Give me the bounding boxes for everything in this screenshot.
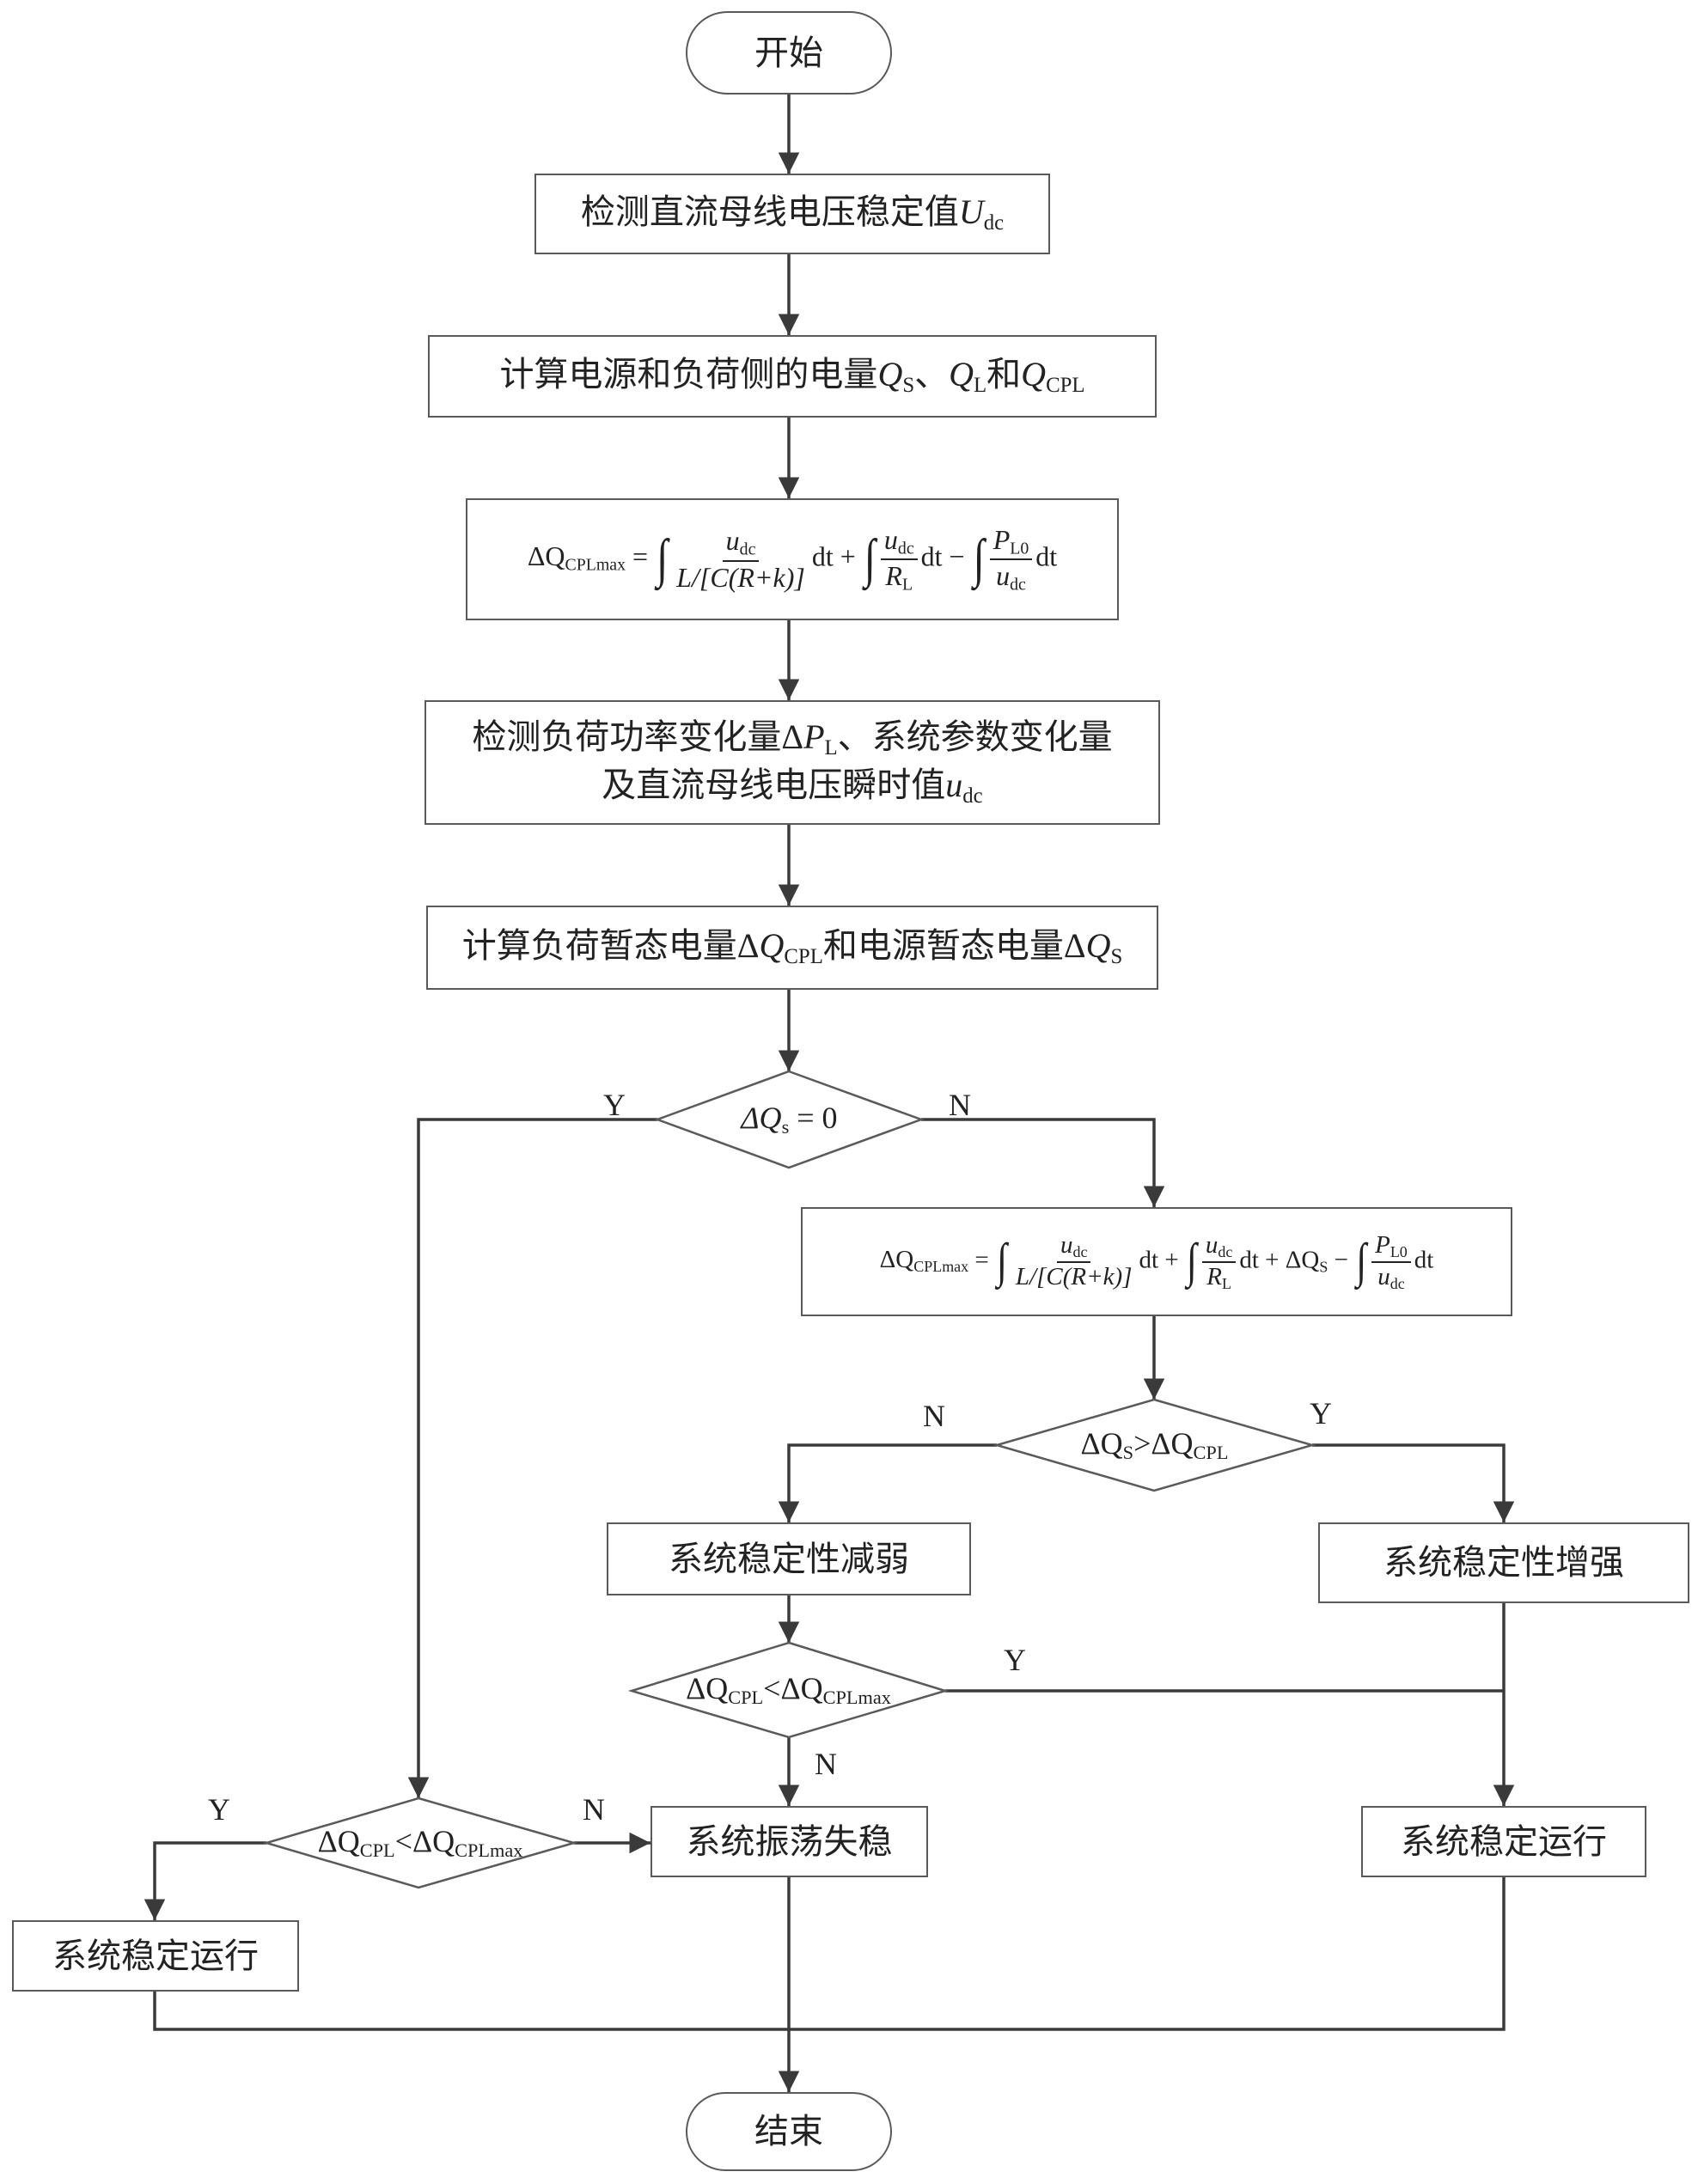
label-decision3-no: N bbox=[815, 1747, 837, 1781]
arrow-decision1-no bbox=[921, 1118, 1165, 1207]
label-decision1-yes: Y bbox=[603, 1088, 626, 1122]
enhance-box: 系统稳定性增强 bbox=[1318, 1522, 1689, 1603]
label-decision1-no: N bbox=[949, 1088, 971, 1122]
calc-charge-box: 计算电源和负荷侧的电量QS、QL和QCPL bbox=[428, 335, 1157, 418]
calc-transient-box: 计算负荷暂态电量ΔQCPL和电源暂态电量ΔQS bbox=[426, 906, 1158, 990]
stable-right-box: 系统稳定运行 bbox=[1361, 1806, 1646, 1877]
formula-1-lhs: ΔQCPLmax bbox=[527, 540, 626, 575]
label-decision2-yes: Y bbox=[1310, 1396, 1332, 1431]
end-label: 结束 bbox=[754, 2112, 823, 2150]
label-decision4-yes: Y bbox=[208, 1792, 230, 1827]
arrow-decision2-yes bbox=[1312, 1443, 1515, 1522]
detect-load-line2: 及直流母线电压瞬时值udc bbox=[602, 765, 983, 808]
arrow-decision1-yes bbox=[407, 1118, 657, 1798]
stable-left-box: 系统稳定运行 bbox=[12, 1920, 299, 1992]
weaken-box: 系统稳定性减弱 bbox=[607, 1522, 971, 1595]
arrow-decision2-no bbox=[778, 1443, 997, 1522]
decision-dqs-zero: ΔQs = 0 bbox=[741, 1101, 838, 1138]
line-stable-left-to-merge bbox=[153, 1877, 1506, 2031]
label-decision4-no: N bbox=[583, 1792, 605, 1827]
start-terminal: 开始 bbox=[686, 11, 892, 95]
weaken-label: 系统稳定性减弱 bbox=[669, 1539, 909, 1578]
formula-2-lhs: ΔQCPLmax bbox=[879, 1246, 969, 1276]
decision-dqs-gt-shape bbox=[993, 1398, 1316, 1492]
end-terminal: 结束 bbox=[686, 2092, 892, 2171]
oscillate-box: 系统振荡失稳 bbox=[650, 1806, 928, 1877]
decision-dqcpl-left: ΔQCPL<ΔQCPLmax bbox=[317, 1824, 523, 1862]
stable-right-label: 系统稳定运行 bbox=[1401, 1821, 1607, 1861]
calc-charge-text: 计算电源和负荷侧的电量QS、QL和QCPL bbox=[499, 355, 1085, 398]
calc-transient-text: 计算负荷暂态电量ΔQCPL和电源暂态电量ΔQS bbox=[461, 926, 1123, 969]
decision-dqcpl-left-shape bbox=[262, 1797, 578, 1889]
stable-left-label: 系统稳定运行 bbox=[52, 1936, 259, 1975]
start-label: 开始 bbox=[754, 33, 823, 72]
enhance-label: 系统稳定性增强 bbox=[1383, 1543, 1624, 1582]
arrow-decision4-yes bbox=[144, 1841, 266, 1920]
detect-load-text: 检测负荷功率变化量ΔPL、系统参数变化量 及直流母线电压瞬时值udc bbox=[472, 715, 1112, 809]
detect-udc-text: 检测直流母线电压稳定值Udc bbox=[580, 192, 1005, 235]
decision-dqs-zero-shape bbox=[654, 1070, 925, 1169]
label-decision3-yes: Y bbox=[1004, 1643, 1026, 1677]
decision-dqcpl-mid: ΔQCPL<ΔQCPLmax bbox=[686, 1671, 891, 1709]
detect-load-box: 检测负荷功率变化量ΔPL、系统参数变化量 及直流母线电压瞬时值udc bbox=[424, 700, 1160, 825]
detect-load-line1: 检测负荷功率变化量ΔPL、系统参数变化量 bbox=[472, 717, 1113, 760]
label-decision2-no: N bbox=[923, 1399, 945, 1433]
oscillate-label: 系统振荡失稳 bbox=[686, 1821, 893, 1861]
decision-dqs-gt: ΔQS>ΔQCPL bbox=[1080, 1426, 1229, 1464]
detect-udc-box: 检测直流母线电压稳定值Udc bbox=[534, 174, 1050, 254]
decision-dqcpl-mid-shape bbox=[627, 1641, 950, 1739]
